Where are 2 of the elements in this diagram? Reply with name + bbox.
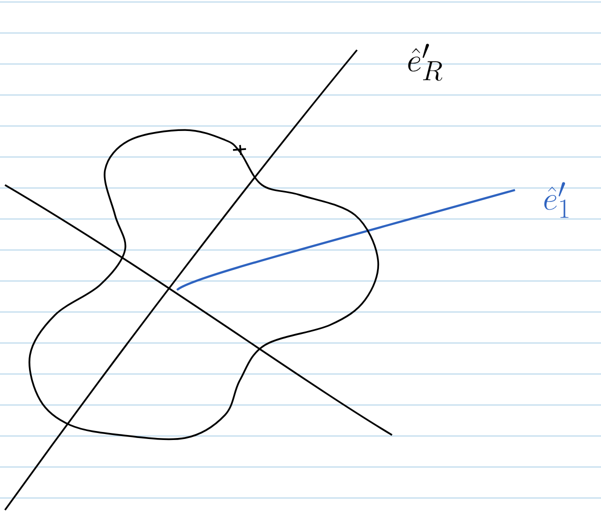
axis-label: $\hat{e}_1'$ (544, 182, 568, 218)
axis-label: $\hat{e}_R'$ (408, 44, 442, 81)
